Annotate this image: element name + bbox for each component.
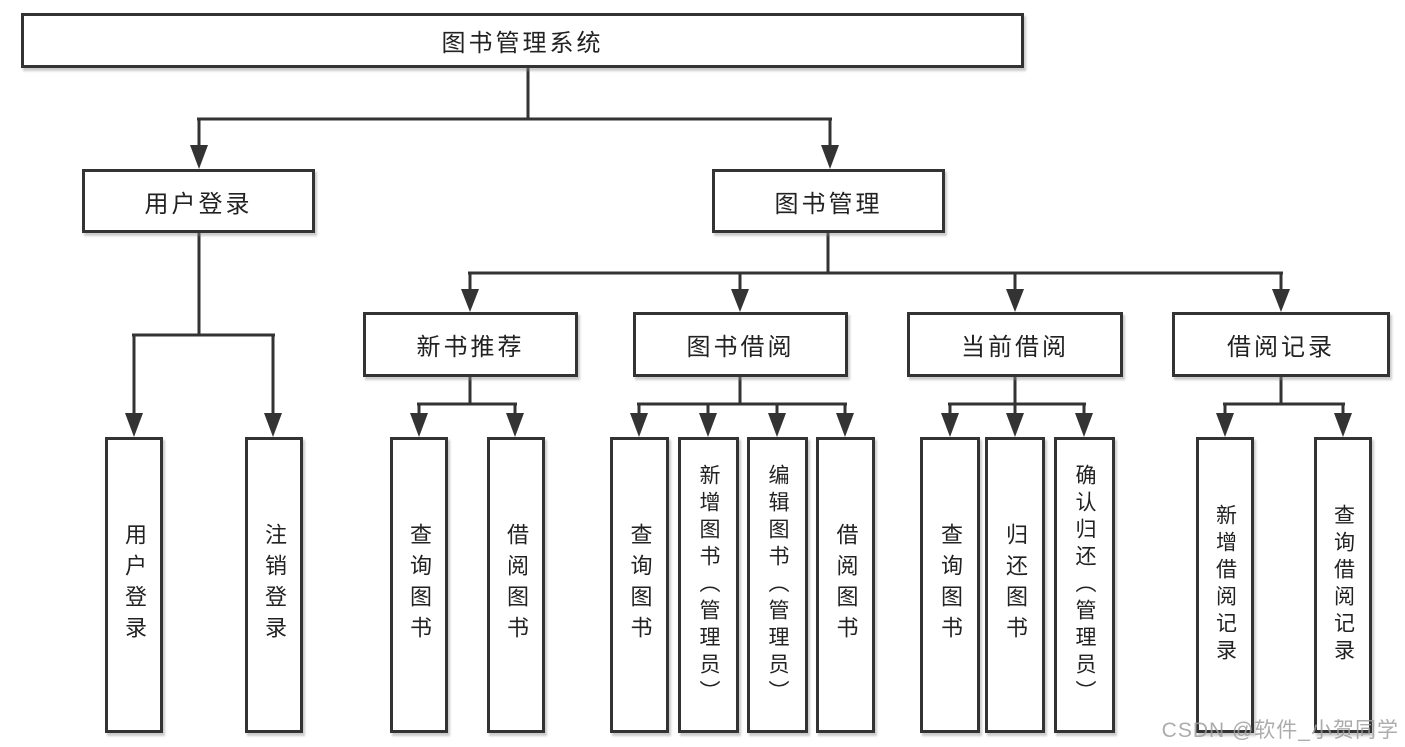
leaf-logout: 注销登录 — [245, 437, 303, 733]
leaf-user-login: 用户登录 — [105, 437, 163, 733]
csdn-watermark: CSDN @软件_小贺同学 — [1161, 719, 1399, 742]
leaf-confirm-return-admin: 确认归还（管理员） — [1054, 437, 1115, 733]
node-root-system: 图书管理系统 — [21, 13, 1024, 68]
leaf-query-books-borrow: 查询图书 — [610, 437, 669, 733]
leaf-query-books-current: 查询图书 — [920, 437, 980, 733]
connector-bookmgmt-to-modules — [461, 233, 1290, 312]
connector-records-to-leaves — [1216, 377, 1352, 437]
node-book-management-branch: 图书管理 — [712, 169, 945, 233]
node-current-borrow: 当前借阅 — [907, 312, 1123, 377]
node-new-book-recommend: 新书推荐 — [363, 312, 578, 377]
leaf-add-borrow-record: 新增借阅记录 — [1196, 437, 1254, 733]
connector-borrow-to-leaves — [630, 377, 854, 437]
leaf-query-borrow-record: 查询借阅记录 — [1314, 437, 1372, 733]
leaf-return-books: 归还图书 — [985, 437, 1045, 733]
connector-userlogin-to-leaves — [125, 233, 282, 437]
node-book-borrow: 图书借阅 — [633, 312, 848, 377]
node-borrow-records: 借阅记录 — [1172, 312, 1390, 377]
leaf-query-books-recommend: 查询图书 — [390, 437, 448, 733]
connector-root-to-branches — [190, 68, 839, 169]
connector-current-to-leaves — [941, 377, 1093, 437]
leaf-add-books-admin: 新增图书（管理员） — [678, 437, 739, 733]
connector-newbook-to-leaves — [410, 377, 524, 437]
leaf-borrow-books-recommend: 借阅图书 — [487, 437, 545, 733]
leaf-edit-books-admin: 编辑图书（管理员） — [747, 437, 808, 733]
leaf-borrow-books: 借阅图书 — [816, 437, 875, 733]
node-user-login-branch: 用户登录 — [82, 169, 315, 233]
